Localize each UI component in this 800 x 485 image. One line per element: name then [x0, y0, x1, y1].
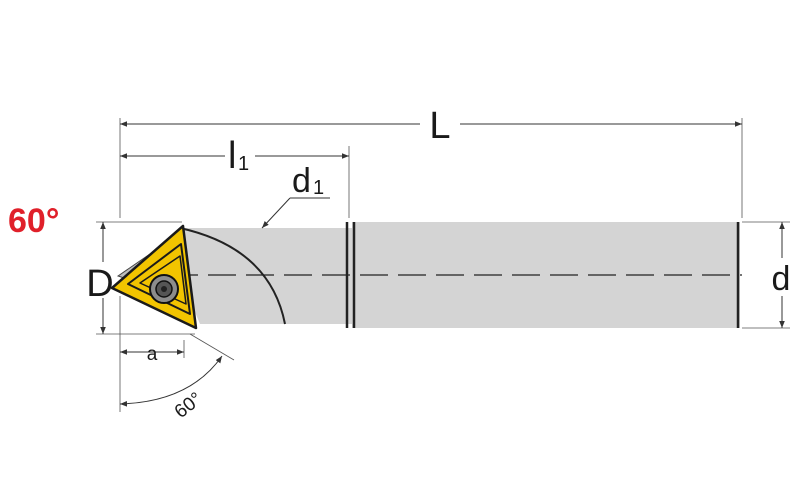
head-diameter-subscript: 1	[313, 177, 324, 199]
head-length-subscript: 1	[238, 153, 249, 175]
head-height-label: D	[86, 263, 113, 305]
head-diameter-label: d	[292, 162, 311, 200]
offset-label: a	[147, 344, 158, 365]
head-length-dimension: l 1	[120, 135, 350, 218]
insert-angle-label: 60°	[171, 389, 207, 423]
angle-callout: 60°	[8, 202, 59, 240]
torx-screw-icon	[149, 274, 179, 304]
shank-diameter-dimension: d	[742, 221, 791, 329]
head-height-dimension: D	[86, 221, 195, 335]
triangle-insert-icon	[110, 224, 198, 330]
shank-diameter-label: d	[772, 260, 791, 298]
overall-length-label: L	[429, 105, 450, 147]
overall-length-dimension: L	[119, 105, 743, 218]
head-length-label: l	[228, 135, 236, 177]
insert-angle-dimension: 60°	[119, 333, 235, 423]
head-diameter-leader: d 1	[261, 162, 330, 229]
